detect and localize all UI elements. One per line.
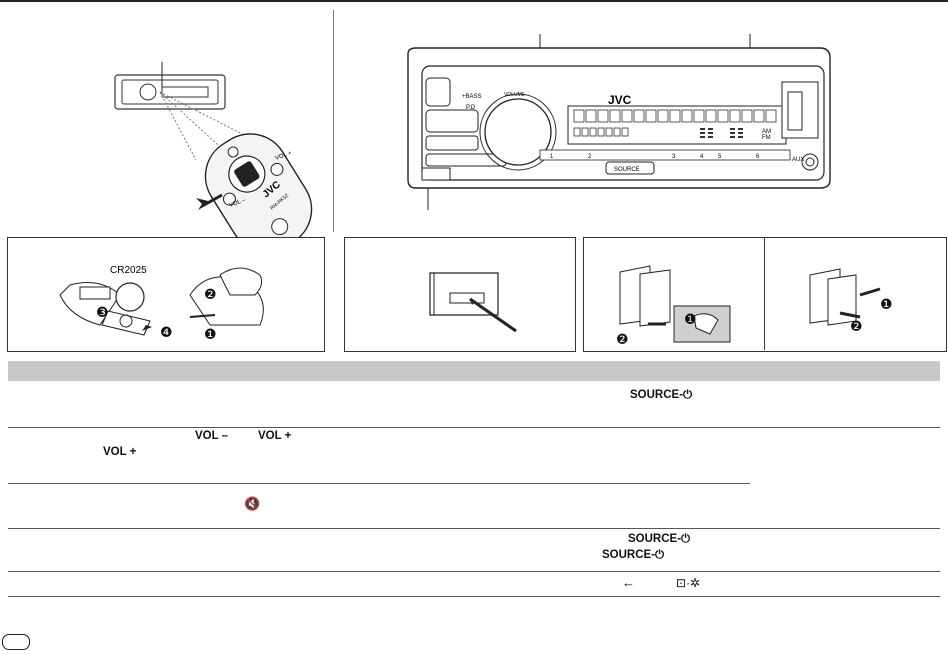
attach-figure: ❶ ❷ [809, 268, 893, 335]
page-badge-icon [2, 634, 30, 650]
step-4: ❹ [160, 325, 173, 341]
step-1: ❶ [204, 327, 217, 343]
remote-figure: VOL – VOL + JVC RM-RK52 [114, 62, 313, 240]
vol-plus-label-2: VOL + [103, 446, 137, 458]
fm-indicator: FM [762, 135, 771, 141]
vol-minus-label: VOL – [195, 430, 229, 442]
source-power-label-row4a: SOURCE-⏻ [628, 533, 691, 545]
row-divider-3 [8, 528, 940, 529]
row-divider-1 [8, 427, 940, 428]
preset-6: 6 [756, 154, 760, 160]
reset-figure [429, 272, 517, 333]
top-rule [0, 0, 948, 2]
row-divider-4 [8, 571, 940, 572]
remote-vol-minus-label: VOL – [229, 197, 247, 209]
mute-icon: 🔇 [244, 496, 261, 511]
head-unit-figure: +BASS P.D VOLUME JVC AM FM SOURCE 1 2 3 … [407, 34, 831, 210]
preset-1: 1 [550, 154, 554, 160]
remote-vol-plus-label: VOL + [275, 150, 293, 162]
preset-3: 3 [672, 154, 676, 160]
vol-plus-label: VOL + [258, 430, 292, 442]
attach-step-1: ❶ [880, 297, 893, 313]
source-power-label-row1: SOURCE-⏻ [630, 389, 693, 401]
preset-2: 2 [588, 154, 592, 160]
brand-logo: JVC [608, 93, 632, 107]
source-label: SOURCE [614, 167, 640, 173]
aux-label: AUX [792, 157, 804, 163]
preset-4: 4 [700, 154, 704, 160]
display-settings-icon: ⊡·✲ [676, 576, 701, 590]
detach-figure: ❶ ❷ [616, 265, 731, 347]
detach-divider [764, 238, 765, 350]
battery-figure: CR2025 ❸ ❹ ❷ ❶ [59, 265, 264, 343]
row-divider-5 [8, 596, 940, 597]
detach-step-2: ❷ [616, 332, 629, 347]
pd-label: P.D [466, 105, 476, 111]
preset-5: 5 [718, 154, 722, 160]
volume-label: VOLUME [504, 92, 526, 98]
attach-step-2: ❷ [850, 319, 863, 335]
battery-type-label: CR2025 [110, 265, 147, 276]
row-divider-2 [8, 483, 750, 484]
am-indicator: AM [762, 129, 771, 135]
source-power-label-row4b: SOURCE-⏻ [602, 549, 665, 561]
top-divider [333, 10, 334, 232]
detach-step-1: ❶ [684, 312, 697, 328]
back-arrow-icon: ← [622, 575, 635, 590]
step-2: ❷ [204, 287, 217, 303]
table-header-bar [8, 361, 940, 381]
bass-label: +BASS [462, 94, 482, 100]
step-3: ❸ [96, 305, 109, 321]
